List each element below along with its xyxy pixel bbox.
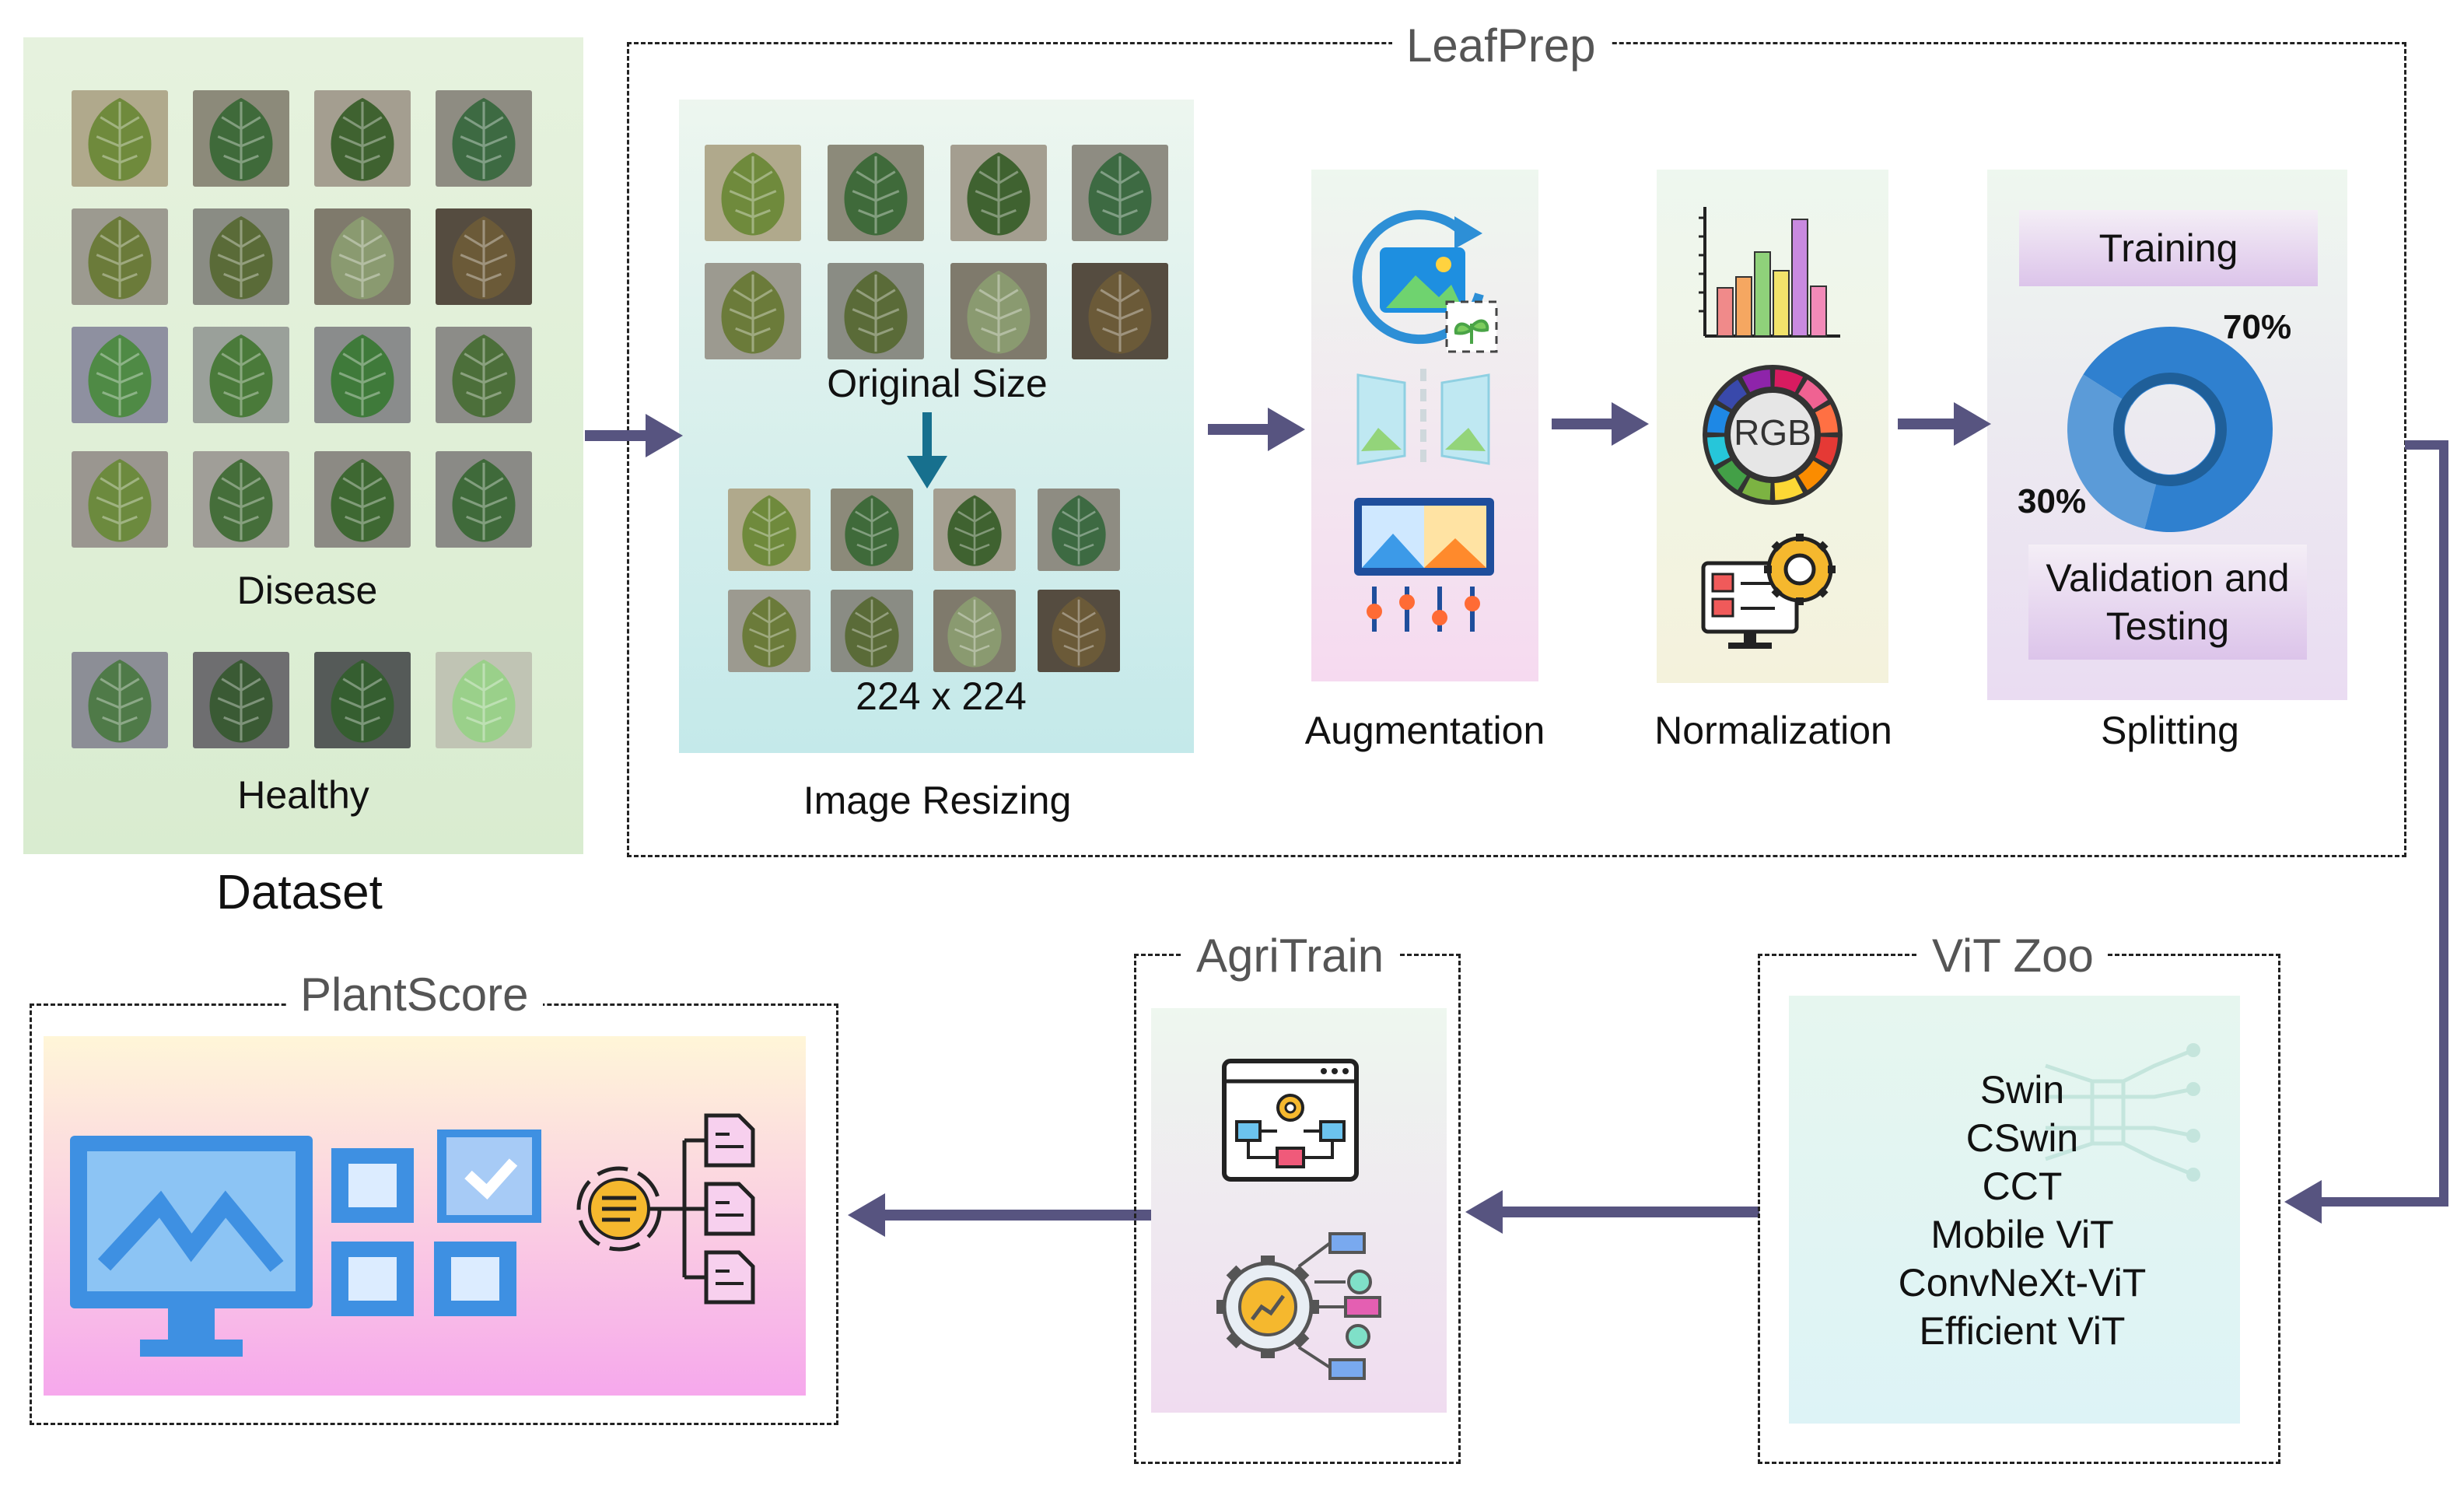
disease-leaf-image	[72, 90, 168, 187]
down-arrow-icon	[907, 412, 947, 489]
rgb-segment	[1798, 461, 1829, 491]
rgb-segment	[1774, 477, 1804, 500]
rgb-segment	[1717, 379, 1747, 409]
rgb-label: RGB	[1734, 412, 1811, 453]
healthy-label: Healthy	[237, 773, 369, 817]
resized-leaf-image	[728, 590, 810, 672]
disease-leaf-image	[314, 208, 411, 305]
disease-leaf-image	[72, 208, 168, 305]
augmentation-caption: Augmentation	[1304, 709, 1545, 752]
disease-leaf-image	[72, 451, 168, 548]
disease-leaf-image	[314, 451, 411, 548]
plantscore-title: PlantScore	[286, 968, 543, 1021]
resized-leaf-image	[1038, 489, 1120, 571]
disease-leaf-image	[193, 327, 289, 423]
disease-leaf-image	[436, 327, 532, 423]
resized-leaf-image	[933, 590, 1016, 672]
test-percent-label: 30%	[2018, 482, 2087, 520]
validation-label: Validation and Testing	[2046, 556, 2290, 648]
original-leaf-image	[705, 263, 801, 359]
settings-monitor-icon	[1701, 534, 1836, 649]
split-donut-chart	[2067, 327, 2273, 532]
leafprep-title: LeafPrep	[1392, 19, 1610, 72]
train-slice	[2083, 327, 2273, 532]
vit-model: CCT	[1982, 1165, 2063, 1208]
healthy-leaf-image	[72, 652, 168, 748]
vit-model: Swin	[1979, 1068, 2065, 1112]
healthy-leaf-image	[193, 652, 289, 748]
vit-model: Efficient ViT	[1919, 1309, 2126, 1353]
disease-leaf-image	[314, 327, 411, 423]
image-rotate-icon	[1353, 210, 1498, 353]
resized-leaf-image	[728, 489, 810, 571]
original-size-label: Original Size	[827, 362, 1048, 405]
disease-leaf-image	[436, 451, 532, 548]
disease-label: Disease	[236, 569, 378, 612]
rgb-segment	[1774, 369, 1804, 393]
vit-model-list: Swin CSwin CCT Mobile ViT ConvNeXt-ViT E…	[1859, 1066, 2186, 1355]
disease-leaf-image	[436, 90, 532, 187]
report-tree-icon	[576, 1113, 755, 1305]
analytics-gear-icon	[1216, 1232, 1381, 1380]
splitting-caption: Splitting	[2101, 709, 2239, 752]
disease-leaf-image	[314, 90, 411, 187]
healthy-leaf-image	[314, 652, 411, 748]
original-leaf-image	[1072, 145, 1168, 241]
image-adjust-icon	[1354, 498, 1494, 632]
rgb-segment	[1741, 369, 1771, 393]
train-percent-label: 70%	[2223, 308, 2292, 346]
neural-network-icon	[2045, 1043, 2200, 1182]
agritrain-title: AgriTrain	[1182, 929, 1398, 982]
validation-box	[2028, 545, 2307, 660]
test-slice	[2067, 374, 2159, 529]
resized-leaf-image	[831, 489, 913, 571]
original-leaf-image	[828, 145, 924, 241]
grid-check-icon	[331, 1130, 541, 1316]
disease-leaf-image	[193, 90, 289, 187]
disease-leaf-image	[193, 208, 289, 305]
original-leaf-image	[1072, 263, 1168, 359]
resized-size-label: 224 x 224	[856, 674, 1027, 718]
rgb-wheel-icon: RGB	[1699, 362, 1846, 508]
vit-model: ConvNeXt-ViT	[1898, 1261, 2147, 1305]
original-leaf-image	[828, 263, 924, 359]
resized-leaf-image	[1038, 590, 1120, 672]
rgb-segment	[1815, 404, 1838, 433]
bar-chart-icon	[1699, 207, 1840, 338]
donut-inner-ring	[2113, 373, 2227, 486]
disease-leaf-image	[436, 208, 532, 305]
vit-model: Mobile ViT	[1930, 1213, 2114, 1256]
workflow-window-icon	[1222, 1059, 1359, 1182]
rgb-segment	[1741, 477, 1771, 500]
monitor-icon	[70, 1136, 313, 1357]
rgb-segment	[1815, 436, 1838, 466]
rgb-segment	[1717, 461, 1747, 491]
original-leaf-image	[705, 145, 801, 241]
rgb-segment	[1798, 379, 1829, 409]
resized-leaf-image	[831, 590, 913, 672]
original-leaf-image	[950, 145, 1047, 241]
healthy-leaf-image	[436, 652, 532, 748]
normalization-caption: Normalization	[1654, 709, 1892, 752]
rgb-segment	[1707, 436, 1731, 466]
disease-leaf-image	[193, 451, 289, 548]
training-label: Training	[2098, 226, 2238, 270]
training-box	[2019, 210, 2318, 286]
resized-leaf-image	[933, 489, 1016, 571]
vit-model: CSwin	[1965, 1116, 2079, 1160]
image-resizing-caption: Image Resizing	[803, 779, 1072, 822]
mirror-flip-icon	[1356, 369, 1490, 465]
original-leaf-image	[950, 263, 1047, 359]
disease-leaf-image	[72, 327, 168, 423]
rgb-segment	[1707, 404, 1731, 433]
dataset-title: Dataset	[216, 866, 383, 919]
vit-zoo-panel	[1789, 996, 2240, 1424]
vit-zoo-title: ViT Zoo	[1918, 929, 2108, 982]
